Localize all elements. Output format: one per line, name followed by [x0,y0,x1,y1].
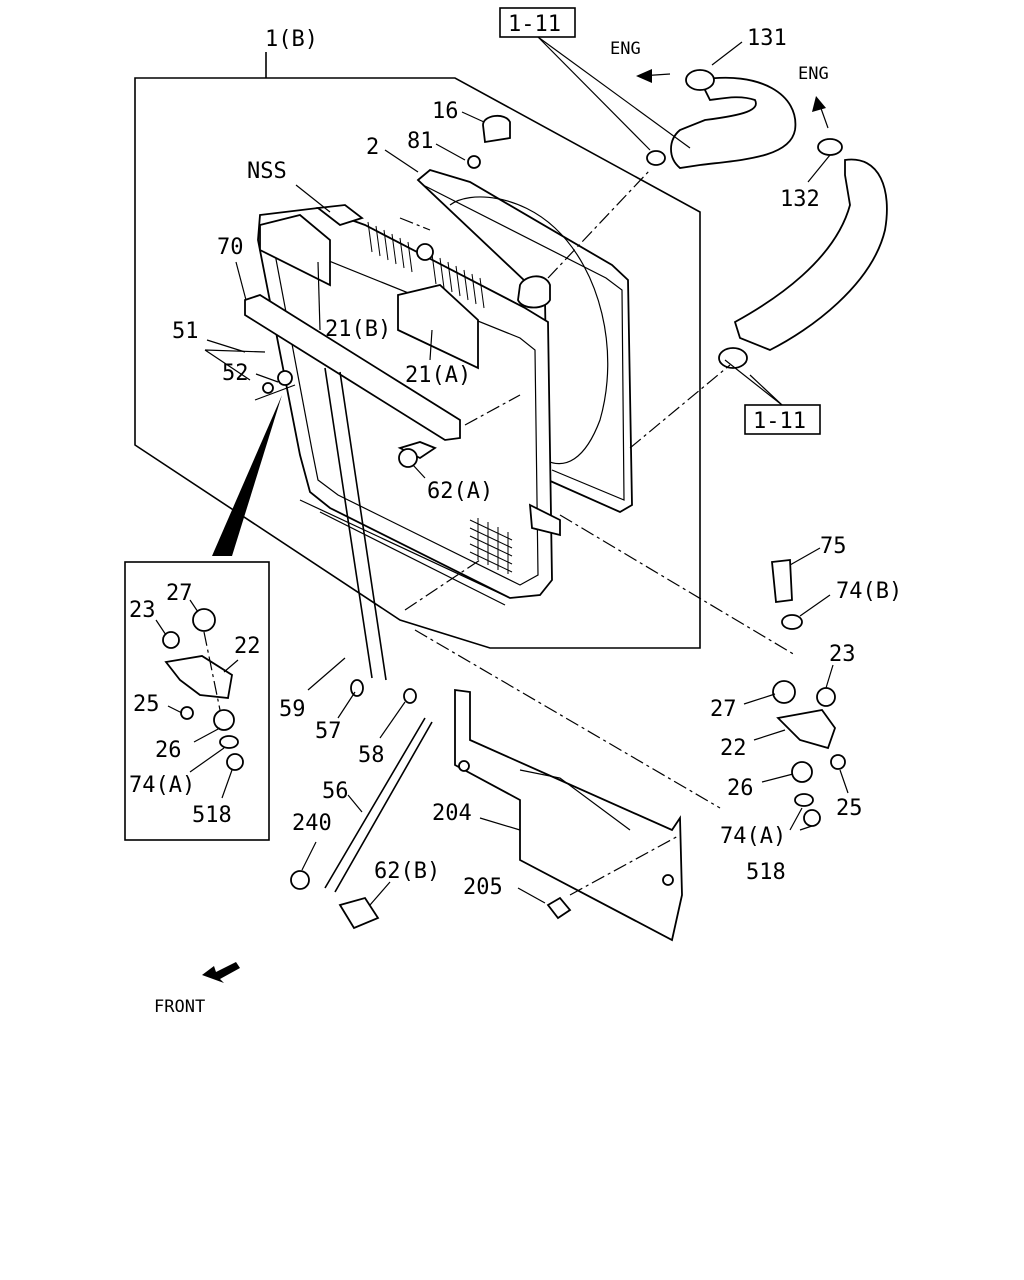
inset-callout-74a: 74(A) [129,773,195,798]
inset-callout-27: 27 [166,581,193,606]
callout-26: 26 [727,776,754,801]
inset-pointer [212,395,282,556]
inset-callout-23: 23 [129,598,156,623]
hose-clamps [646,69,843,369]
leader-lines [204,36,849,906]
eng-arrow-upper-head [636,69,652,83]
callout-nss: NSS [247,159,287,184]
callout-81: 81 [407,129,434,154]
callout-132: 132 [780,187,820,212]
callout-240: 240 [292,811,332,836]
inset-callout-25: 25 [133,692,160,717]
seal-pad-21b [259,214,331,287]
callout-57: 57 [315,719,342,744]
front-arrow-icon [202,962,240,983]
callout-59: 59 [279,697,306,722]
callout-labels: 1(B) 16 81 2 NSS 70 21(B) 21(A) 51 52 62… [172,26,902,900]
upper-hose-131 [670,76,797,169]
small-parts [262,115,846,930]
ref-box-upper [499,7,576,38]
inset-callout-518: 518 [192,803,232,828]
ref-upper: 1-11 [508,12,561,37]
callout-74b: 74(B) [836,579,902,604]
ref-lower: 1-11 [753,409,806,434]
callout-27: 27 [710,697,737,722]
stay-59 [324,367,387,681]
front-label: FRONT [154,997,205,1017]
callout-21a: 21(A) [405,363,471,388]
callout-62b: 62(B) [374,859,440,884]
baffle-70 [244,294,461,441]
callout-62a: 62(A) [427,479,493,504]
callout-58: 58 [358,743,385,768]
seal-pad-21a [397,284,479,370]
callout-74a: 74(A) [720,824,786,849]
callout-16: 16 [432,99,459,124]
inset-callout-26: 26 [155,738,182,763]
lower-hose-132 [733,158,888,351]
eng-label-right: ENG [798,64,829,84]
callout-131: 131 [747,26,787,51]
lower-deflector-204 [454,688,683,942]
callout-51: 51 [172,319,199,344]
ref-box-lower [744,404,821,435]
callout-518: 518 [746,860,786,885]
callout-23: 23 [829,642,856,667]
callout-25: 25 [836,796,863,821]
inset-callout-22: 22 [234,634,261,659]
inset-callout-labels: 27 23 22 25 26 74(A) 518 [129,581,261,828]
callout-2: 2 [366,135,379,160]
callout-204: 204 [432,801,472,826]
callout-70: 70 [217,235,244,260]
callout-205: 205 [463,875,503,900]
callout-52: 52 [222,361,249,386]
eng-arrow-right-head [812,96,826,112]
stay-56 [324,717,433,893]
inset-box [124,561,270,841]
callout-75: 75 [820,534,847,559]
eng-label-upper: ENG [610,39,641,59]
callout-56: 56 [322,779,349,804]
assembly-lines [399,169,796,896]
callout-1b: 1(B) [265,27,318,52]
callout-21b: 21(B) [325,317,391,342]
assembly-frame [134,52,701,649]
callout-22: 22 [720,736,747,761]
inset-parts [155,599,244,799]
